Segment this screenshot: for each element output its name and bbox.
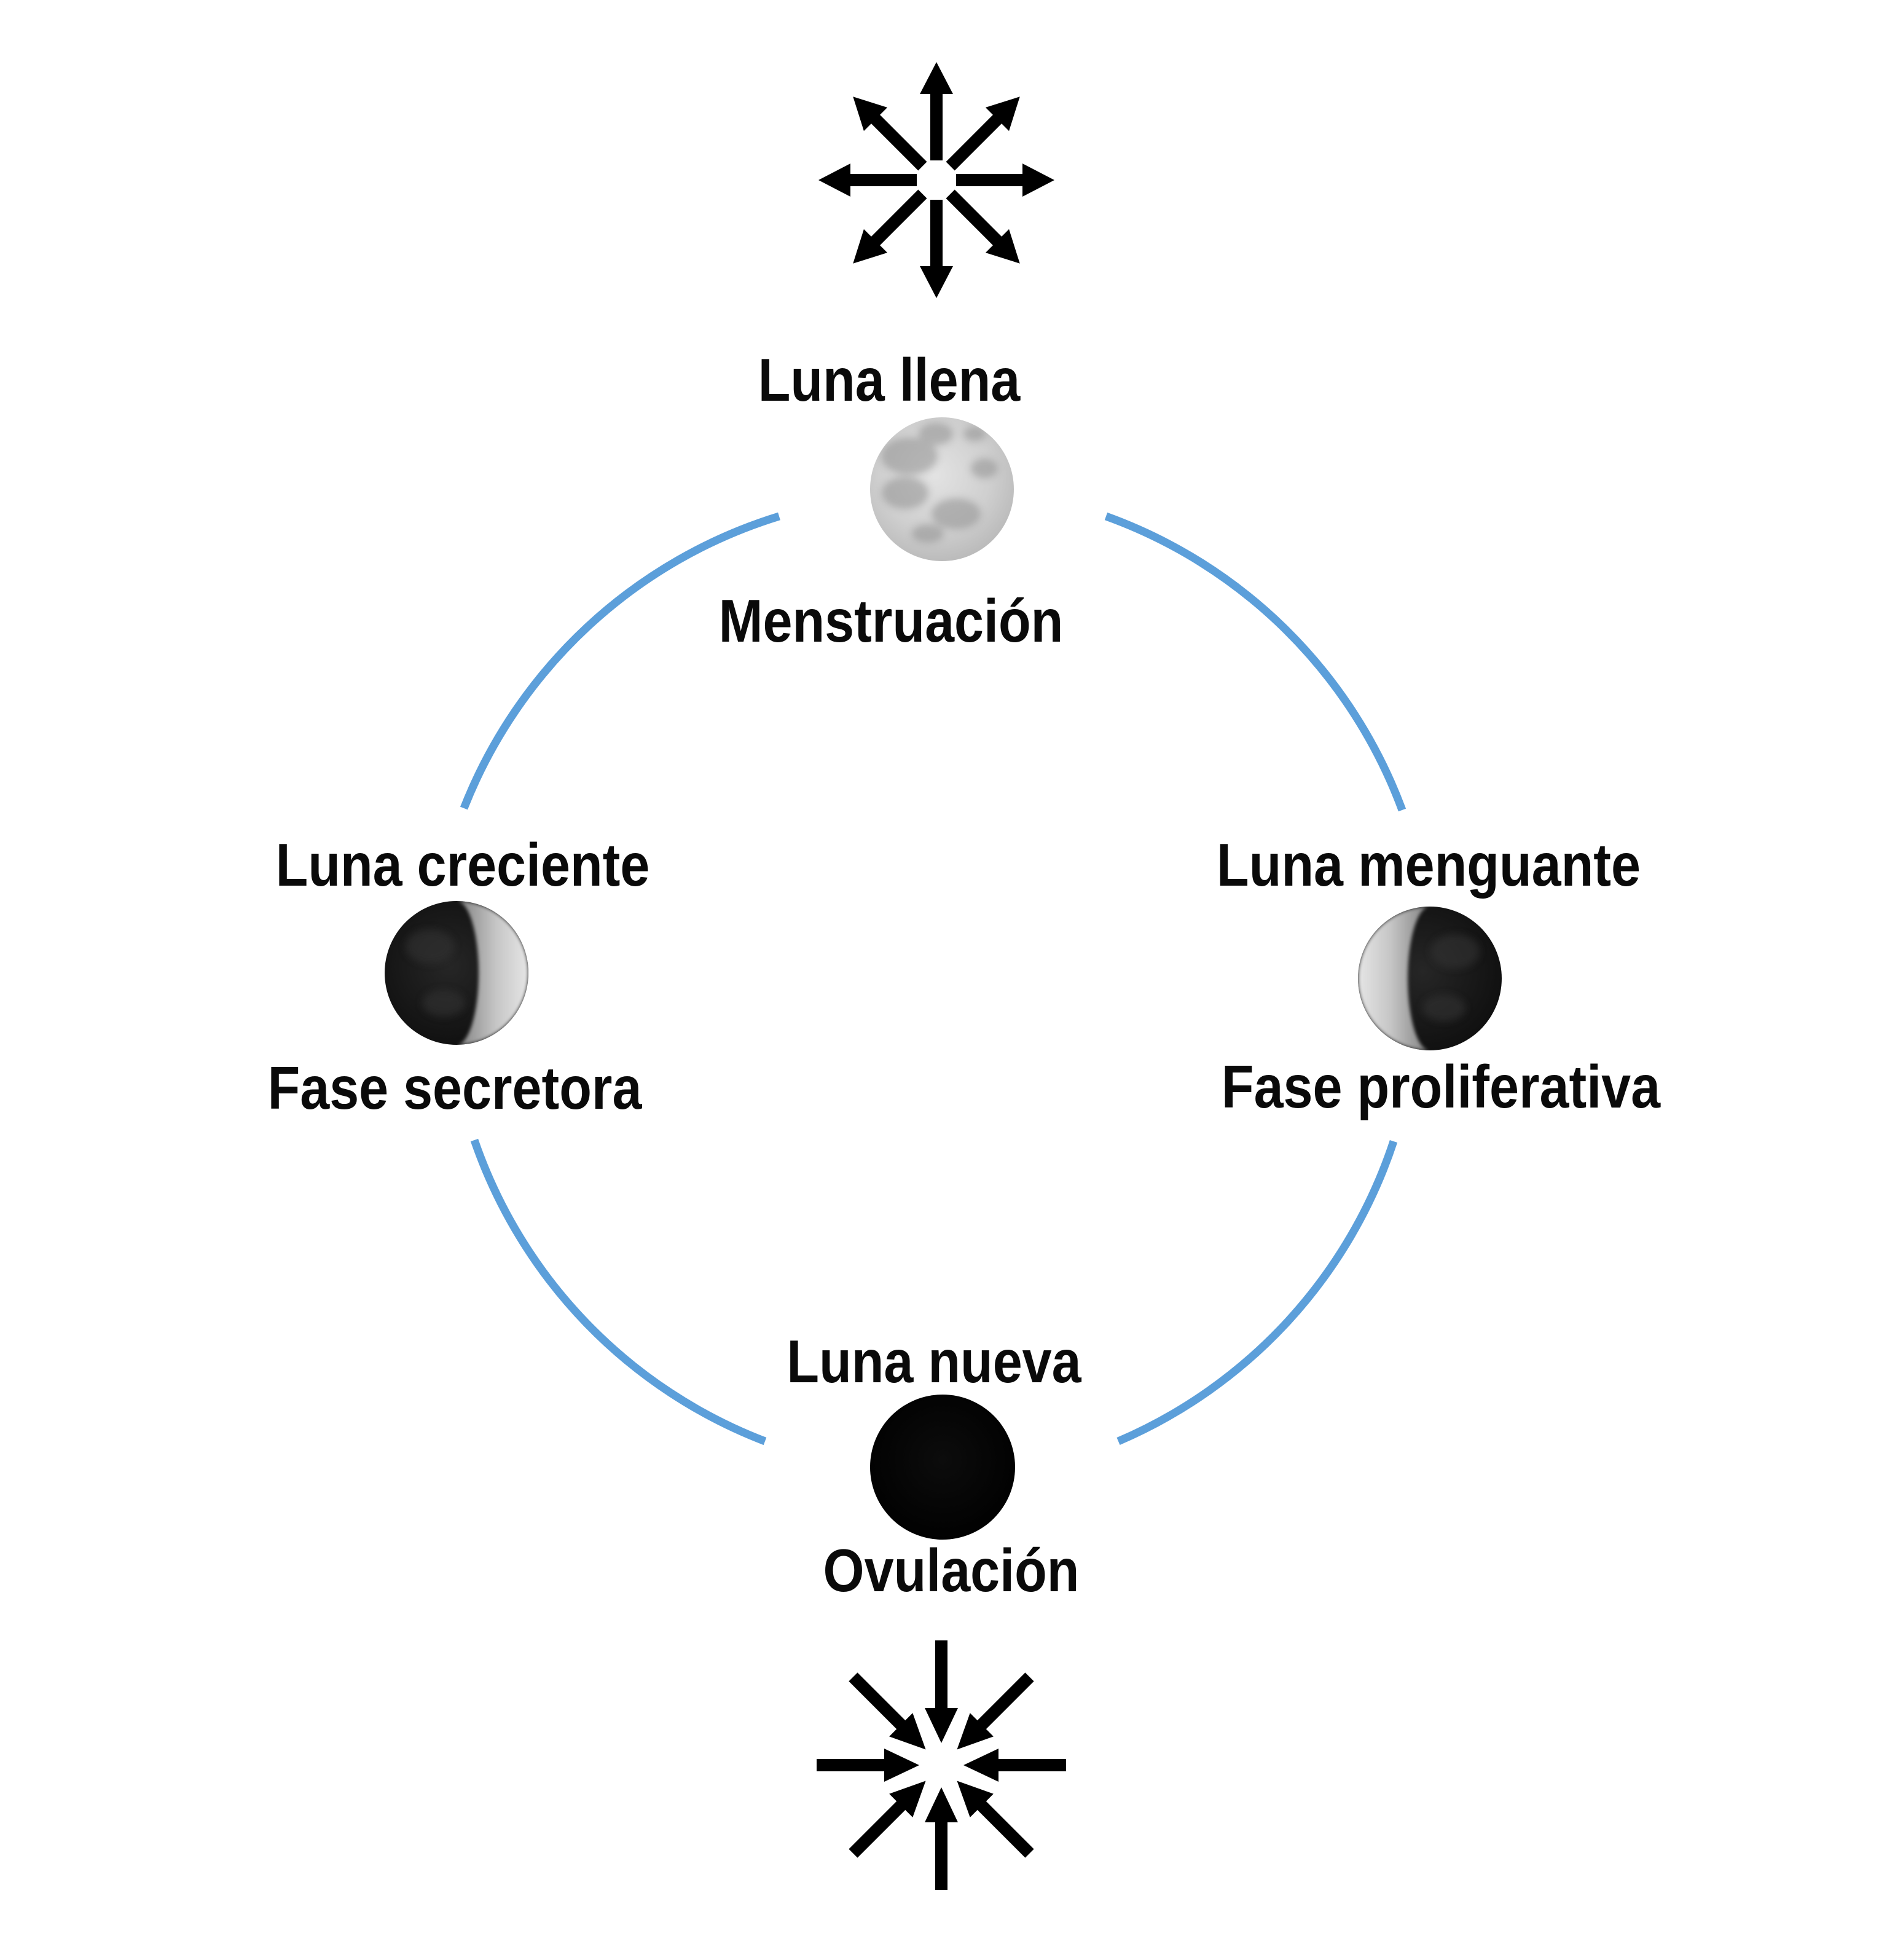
radiating-arrows-icon	[818, 62, 1054, 298]
moon-phase-label-right: Luna menguante	[1188, 835, 1669, 895]
cycle-phase-label-left: Fase secretora	[242, 1058, 667, 1118]
moon-phase-label-left: Luna creciente	[250, 835, 675, 895]
crescent-moon-left-image	[385, 901, 528, 1045]
cycle-phase-label-bottom-text: Ovulación	[823, 1537, 1080, 1604]
cycle-phase-label-top: Menstruación	[695, 591, 1086, 651]
new-moon-image	[870, 1395, 1015, 1540]
orbit-arc-top-right	[1104, 512, 1406, 812]
orbit-arc-bottom-left	[470, 1138, 767, 1446]
cycle-orbit-arcs	[460, 512, 1406, 1446]
cycle-phase-label-left-text: Fase secretora	[267, 1054, 642, 1122]
orbit-arc-top-left	[460, 512, 780, 810]
moon-phase-label-top-text: Luna llena	[758, 346, 1021, 414]
cycle-phase-label-right: Fase proliferativa	[1191, 1057, 1690, 1117]
moon-phase-label-right-text: Luna menguante	[1217, 831, 1641, 899]
cycle-phase-label-right-text: Fase proliferativa	[1221, 1053, 1661, 1120]
full-moon-image	[870, 417, 1014, 561]
moon-phase-label-top: Luna llena	[740, 350, 1038, 410]
cycle-phase-label-bottom: Ovulación	[806, 1540, 1097, 1600]
orbit-arc-bottom-right	[1116, 1139, 1398, 1445]
converging-arrows-icon	[817, 1640, 1066, 1890]
moon-phase-label-left-text: Luna creciente	[275, 831, 650, 899]
cycle-phase-label-top-text: Menstruación	[718, 587, 1064, 655]
crescent-moon-right-image	[1358, 907, 1502, 1050]
moon-phase-label-bottom: Luna nueva	[767, 1331, 1102, 1391]
moon-phase-label-bottom-text: Luna nueva	[787, 1328, 1081, 1395]
